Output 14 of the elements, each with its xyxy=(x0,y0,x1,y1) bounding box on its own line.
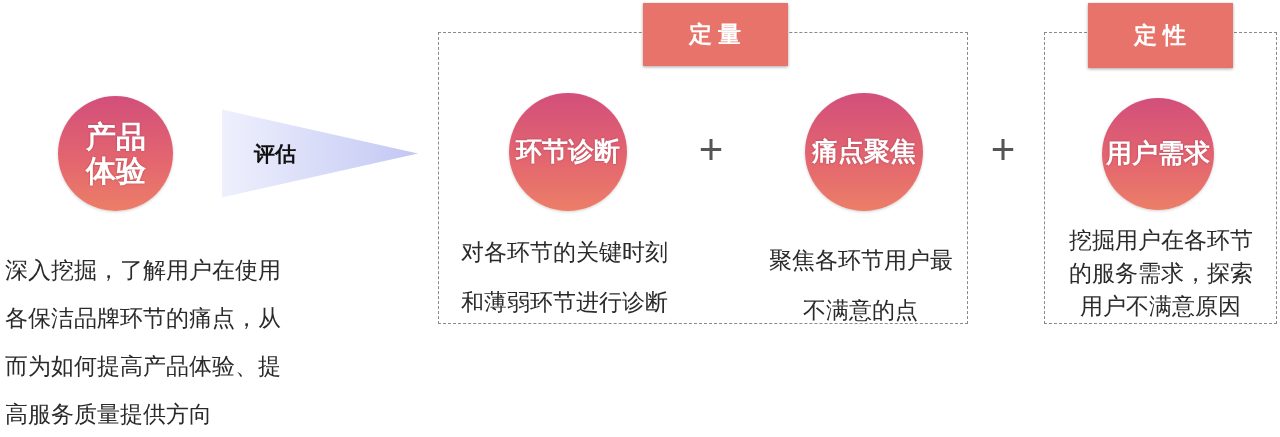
wedge-arrow xyxy=(222,109,418,198)
heading-tab: 定 量 xyxy=(642,2,788,66)
description-text: 聚焦各环节用户最不满意的点 xyxy=(767,245,954,325)
circle-title: 痛点聚焦 xyxy=(811,136,916,167)
circle-title: 环节诊断 xyxy=(515,136,620,167)
edge-label: 评估 xyxy=(254,142,296,164)
heading-tab: 定 性 xyxy=(1087,2,1233,68)
plus-sign: + xyxy=(990,129,1016,171)
plus-sign: + xyxy=(698,129,724,171)
description-text: 对各环节的关键时刻和薄弱环节进行诊断 xyxy=(460,237,669,317)
circle-title: 用户需求 xyxy=(1105,138,1210,169)
circle-title: 产品体验 xyxy=(84,119,147,188)
description-text: 深入挖掘，了解用户在使用各保洁品牌环节的痛点，从而为如何提高产品体验、提高服务质量提供方向 xyxy=(5,256,282,429)
description-text: 挖掘用户在各环节的服务需求，探索用户不满意原因 xyxy=(1067,225,1254,321)
